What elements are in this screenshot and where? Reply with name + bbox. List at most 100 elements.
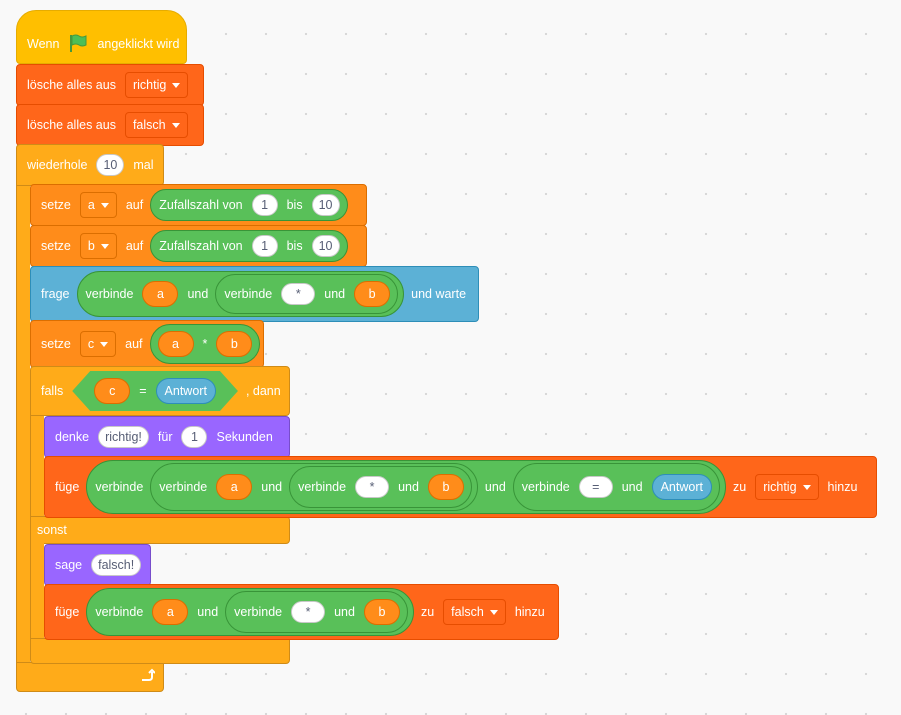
think-seconds-input[interactable]: 1 <box>181 426 208 448</box>
multiply-operator[interactable]: a * b <box>149 324 261 364</box>
variable-reporter-a[interactable]: a <box>152 599 189 625</box>
repeat-label: wiederhole <box>27 158 88 172</box>
join-label: verbinde <box>234 605 283 619</box>
and-label: und <box>324 287 346 301</box>
join-operator-left[interactable]: verbinde a und verbinde * und b <box>150 463 478 511</box>
variable-reporter-c[interactable]: c <box>94 378 130 404</box>
chevron-down-icon <box>171 122 180 128</box>
to-label: zu <box>420 605 435 619</box>
if-label: falls <box>41 384 64 398</box>
text-input-star[interactable]: * <box>281 283 316 305</box>
ask-label: frage <box>41 287 70 301</box>
equals-label: = <box>139 384 147 398</box>
to-label: auf <box>125 198 144 212</box>
say-message-input[interactable]: falsch! <box>91 554 142 576</box>
random-operator[interactable]: Zufallszahl von 1 bis 10 <box>150 230 348 262</box>
repeat-loop-arm <box>16 182 30 666</box>
random-label: Zufallszahl von <box>159 239 243 253</box>
random-to-label: bis <box>286 198 303 212</box>
repeat-loop-bottom[interactable] <box>16 662 164 692</box>
join-label: verbinde <box>95 605 144 619</box>
hinzu-label: hinzu <box>827 480 858 494</box>
chevron-down-icon <box>100 243 109 249</box>
join-operator-outer[interactable]: verbinde a und verbinde * und b <box>86 588 414 636</box>
if-else-block[interactable]: falls c = Antwort , dann <box>30 366 290 416</box>
variable-dropdown-c[interactable]: c <box>79 331 117 357</box>
join-label: verbinde <box>95 480 144 494</box>
text-input-star[interactable]: * <box>355 476 390 498</box>
list-dropdown-richtig[interactable]: richtig <box>755 474 819 500</box>
variable-reporter-b[interactable]: b <box>216 331 253 357</box>
and-label: und <box>187 287 209 301</box>
think-message-input[interactable]: richtig! <box>98 426 149 448</box>
delete-all-block-2[interactable]: lösche alles aus falsch <box>16 104 204 146</box>
think-for-secs-block[interactable]: denke richtig! für 1 Sekunden <box>44 416 290 458</box>
add-to-list-block-falsch[interactable]: füge verbinde a und verbinde * und b zu … <box>44 584 559 640</box>
variable-dropdown-a[interactable]: a <box>79 192 117 218</box>
variable-reporter-a[interactable]: a <box>216 474 253 500</box>
random-max-input[interactable]: 10 <box>311 194 340 216</box>
variable-dropdown-b[interactable]: b <box>79 233 117 259</box>
chevron-down-icon <box>100 202 109 208</box>
join-operator-inner[interactable]: verbinde * und b <box>289 466 472 508</box>
hat-label-before: Wenn <box>27 37 60 51</box>
random-from-input[interactable]: 1 <box>251 194 278 216</box>
list-dropdown-richtig[interactable]: richtig <box>124 72 189 98</box>
text-input-star[interactable]: * <box>291 601 326 623</box>
ask-and-wait-block[interactable]: frage verbinde a und verbinde * und b un… <box>30 266 479 322</box>
text-input-equals[interactable]: = <box>578 476 613 498</box>
join-operator[interactable]: verbinde a und verbinde * und b <box>76 271 405 317</box>
variable-reporter-a[interactable]: a <box>142 281 179 307</box>
random-from-input[interactable]: 1 <box>251 235 278 257</box>
set-b-block[interactable]: setze b auf Zufallszahl von 1 bis 10 <box>30 225 367 267</box>
join-operator-inner[interactable]: verbinde * und b <box>215 274 399 314</box>
and-label: und <box>334 605 355 619</box>
random-max-input[interactable]: 10 <box>311 235 340 257</box>
to-label: zu <box>732 480 747 494</box>
add-to-list-block-richtig[interactable]: füge verbinde verbinde a und verbinde * … <box>44 456 877 518</box>
set-c-block[interactable]: setze c auf a * b <box>30 320 264 368</box>
and-wait-label: und warte <box>411 287 467 301</box>
if-arm-top <box>30 412 44 518</box>
join-label: verbinde <box>521 480 570 494</box>
repeat-count-input[interactable]: 10 <box>96 154 125 176</box>
repeat-block[interactable]: wiederhole 10 mal <box>16 144 164 186</box>
set-label: setze <box>41 337 71 351</box>
hat-label-after: angeklickt wird <box>97 37 180 51</box>
answer-reporter[interactable]: Antwort <box>156 378 216 404</box>
think-label: denke <box>55 430 90 444</box>
chevron-down-icon <box>802 484 811 490</box>
join-label: verbinde <box>159 480 208 494</box>
chevron-down-icon <box>489 609 498 615</box>
equals-operator[interactable]: c = Antwort <box>72 371 238 411</box>
answer-reporter[interactable]: Antwort <box>651 474 712 500</box>
and-label: und <box>621 480 643 494</box>
multiply-label: * <box>202 337 208 351</box>
variable-reporter-b[interactable]: b <box>427 474 464 500</box>
if-arm-bottom <box>30 542 44 642</box>
variable-reporter-b[interactable]: b <box>354 281 391 307</box>
when-flag-clicked-block[interactable]: Wenn angeklickt wird <box>16 10 187 64</box>
join-operator-outer[interactable]: verbinde verbinde a und verbinde * und b… <box>86 460 726 514</box>
green-flag-icon <box>68 33 88 56</box>
for-label: für <box>157 430 173 444</box>
variable-reporter-b[interactable]: b <box>363 599 400 625</box>
then-label: , dann <box>245 384 281 398</box>
list-dropdown-falsch[interactable]: falsch <box>124 112 188 138</box>
if-end <box>30 638 290 664</box>
random-to-label: bis <box>286 239 303 253</box>
delete-all-block-1[interactable]: lösche alles aus richtig <box>16 64 204 106</box>
delete-label: lösche alles aus <box>27 78 116 92</box>
variable-reporter-a[interactable]: a <box>157 331 194 357</box>
loop-arrow-icon <box>139 668 156 689</box>
join-operator-inner[interactable]: verbinde * und b <box>225 591 408 633</box>
if-else-divider[interactable]: sonst <box>30 516 290 544</box>
list-dropdown-falsch[interactable]: falsch <box>443 599 506 625</box>
delete-label: lösche alles aus <box>27 118 116 132</box>
say-label: sage <box>55 558 83 572</box>
join-operator-right[interactable]: verbinde = und Antwort <box>512 463 720 511</box>
say-block[interactable]: sage falsch! <box>44 544 151 586</box>
random-operator[interactable]: Zufallszahl von 1 bis 10 <box>150 189 348 221</box>
repeat-suffix: mal <box>133 158 154 172</box>
set-a-block[interactable]: setze a auf Zufallszahl von 1 bis 10 <box>30 184 367 226</box>
